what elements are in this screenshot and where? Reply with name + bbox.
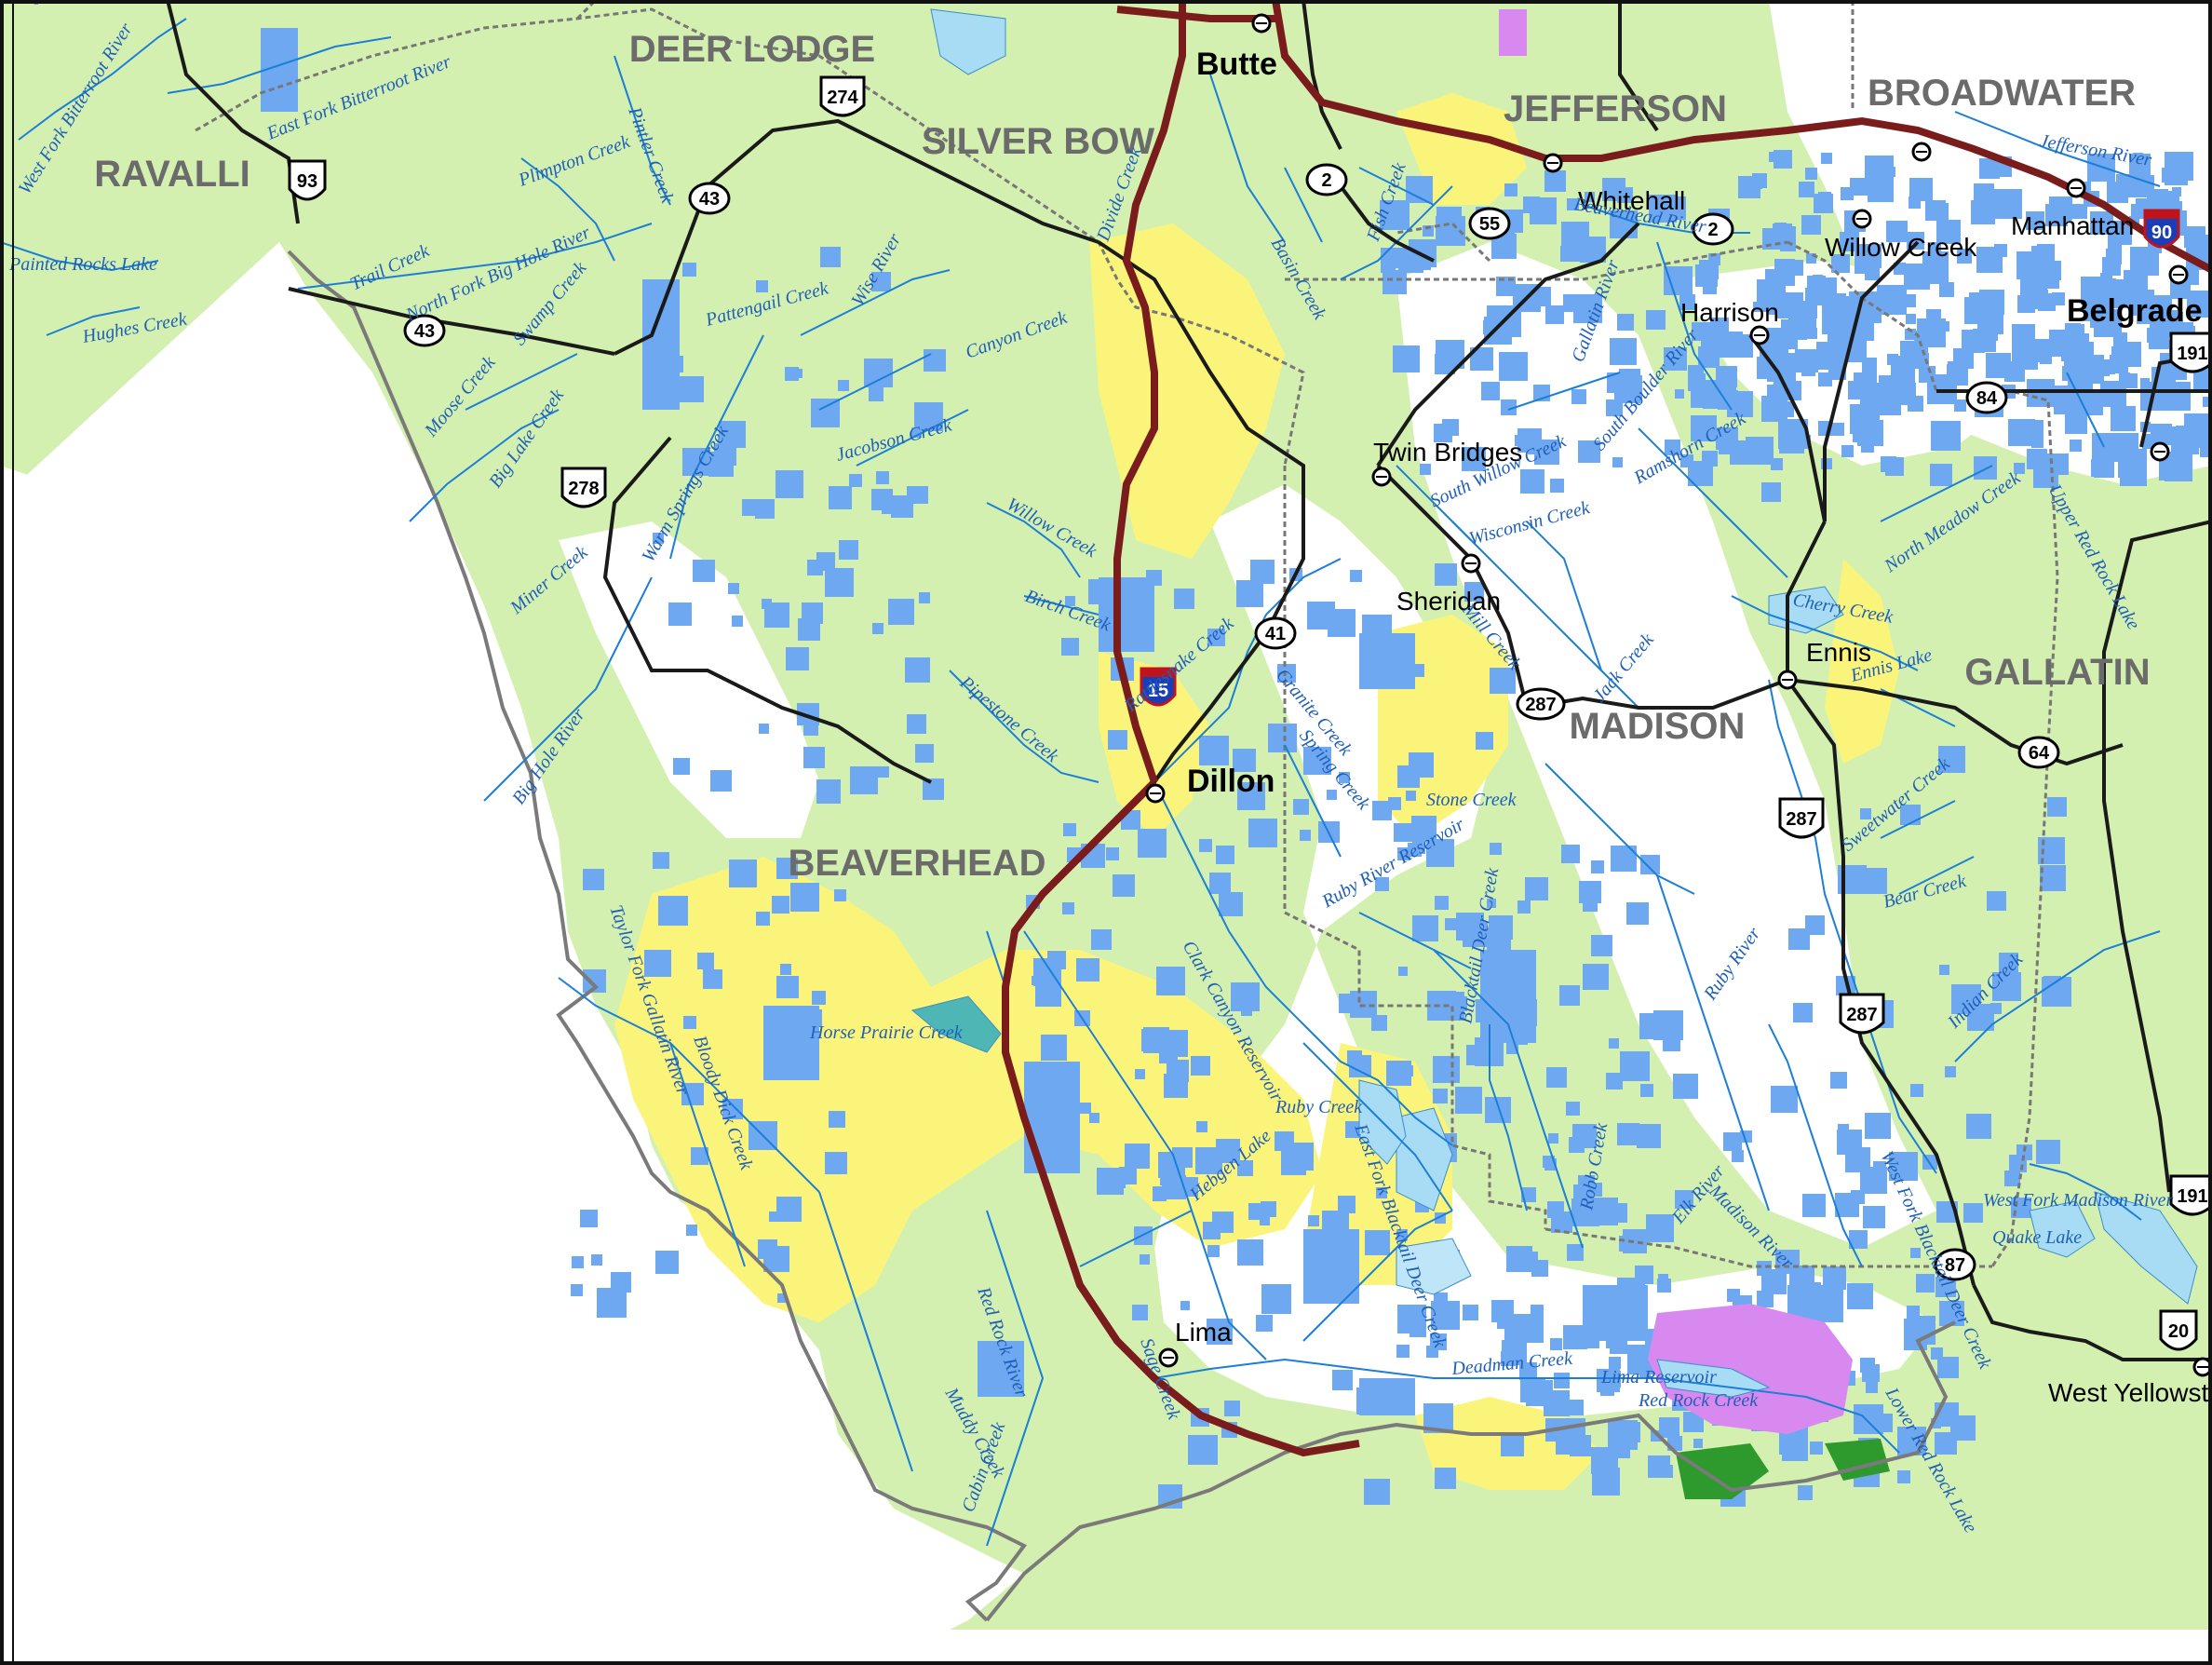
outside-area — [0, 242, 2212, 1665]
route-shield-191: 191 — [2169, 332, 2212, 373]
svg-text:287: 287 — [1846, 1005, 1877, 1025]
route-shield-287: 287 — [1839, 993, 1885, 1035]
county-label: DEER LODGE — [629, 29, 875, 70]
route-shield-287: 287 — [1778, 797, 1825, 839]
svg-text:2: 2 — [1321, 170, 1331, 191]
town-label: Twin Bridges — [1373, 438, 1522, 467]
water-label: Stone Creek — [1426, 790, 1517, 810]
town-label: Lima — [1175, 1318, 1232, 1347]
town-label: West Yellowsto — [2048, 1378, 2212, 1407]
svg-text:287: 287 — [1525, 695, 1556, 715]
route-shield-278: 278 — [560, 467, 607, 508]
water-label: Horse Prairie Creek — [809, 1022, 964, 1043]
route-shield-287: 287 — [1516, 687, 1566, 721]
route-shield-43: 43 — [403, 314, 446, 347]
svg-text:55: 55 — [1479, 214, 1500, 235]
town-label: Harrison — [1680, 298, 1779, 327]
river-network — [0, 18, 2161, 1547]
town-label: Butte — [1196, 47, 1277, 82]
route-shield-55: 55 — [1468, 207, 1511, 240]
water-label: Quake Lake — [1992, 1227, 2082, 1248]
svg-text:87: 87 — [1945, 1255, 1965, 1276]
water-label: Lima Reservoir — [1600, 1367, 1717, 1388]
water-label: West Fork Madison River — [1983, 1190, 2173, 1211]
route-shield-15: 15 — [1140, 667, 1177, 707]
study-boundary — [287, 250, 1956, 1622]
svg-text:274: 274 — [827, 88, 858, 108]
svg-text:64: 64 — [2029, 743, 2050, 764]
county-label: BROADWATER — [1868, 73, 2136, 114]
county-label: SILVER BOW — [922, 121, 1155, 162]
state-land-blocks — [261, 28, 2212, 1509]
svg-text:287: 287 — [1786, 809, 1816, 830]
svg-text:93: 93 — [297, 171, 317, 192]
route-shield-84: 84 — [1965, 381, 2008, 414]
route-shield-64: 64 — [2017, 736, 2060, 769]
svg-text:191: 191 — [2177, 344, 2207, 364]
county-label: RAVALLI — [94, 154, 250, 195]
town-label: Manhattan — [2011, 211, 2134, 240]
svg-text:191: 191 — [2177, 1186, 2207, 1207]
route-shield-274: 274 — [819, 75, 866, 117]
town-label: Sheridan — [1396, 587, 1501, 616]
town-label: Willow Creek — [1825, 233, 1977, 262]
svg-text:43: 43 — [414, 321, 435, 342]
county-label: GALLATIN — [1964, 652, 2150, 693]
route-shield-87: 87 — [1934, 1248, 1976, 1281]
svg-text:15: 15 — [1148, 681, 1168, 701]
svg-text:278: 278 — [568, 479, 599, 499]
svg-text:90: 90 — [2151, 223, 2172, 243]
route-shield-2: 2 — [1692, 212, 1734, 246]
county-label: BEAVERHEAD — [788, 843, 1045, 884]
route-shield-20: 20 — [2159, 1309, 2198, 1351]
town-label: Belgrade — [2067, 293, 2203, 329]
water-label: Painted Rocks Lake — [8, 254, 157, 275]
route-shield-2: 2 — [1305, 163, 1348, 196]
town-label: Dillon — [1187, 764, 1275, 799]
town-label: Whitehall — [1578, 186, 1685, 215]
water-label: Red Rock Creek — [1638, 1390, 1759, 1411]
water-label: Ruby Creek — [1275, 1097, 1363, 1117]
route-shield-43: 43 — [688, 182, 731, 215]
town-label: Ennis — [1806, 638, 1871, 667]
route-shield-191: 191 — [2169, 1174, 2212, 1216]
route-shield-41: 41 — [1254, 616, 1297, 650]
svg-text:43: 43 — [699, 189, 720, 210]
svg-text:2: 2 — [1707, 220, 1718, 240]
svg-text:20: 20 — [2168, 1321, 2189, 1342]
county-label: MADISON — [1570, 706, 1746, 747]
svg-text:84: 84 — [1976, 388, 1998, 409]
route-shield-93: 93 — [288, 159, 327, 201]
county-label: JEFFERSON — [1504, 88, 1727, 129]
route-shields: 93 274 43 43 278 2 55 2 84 41 287 287 287 64 87 191 191 2… — [288, 75, 2212, 1351]
route-shield-90: 90 — [2143, 209, 2180, 249]
svg-text:41: 41 — [1265, 624, 1286, 644]
